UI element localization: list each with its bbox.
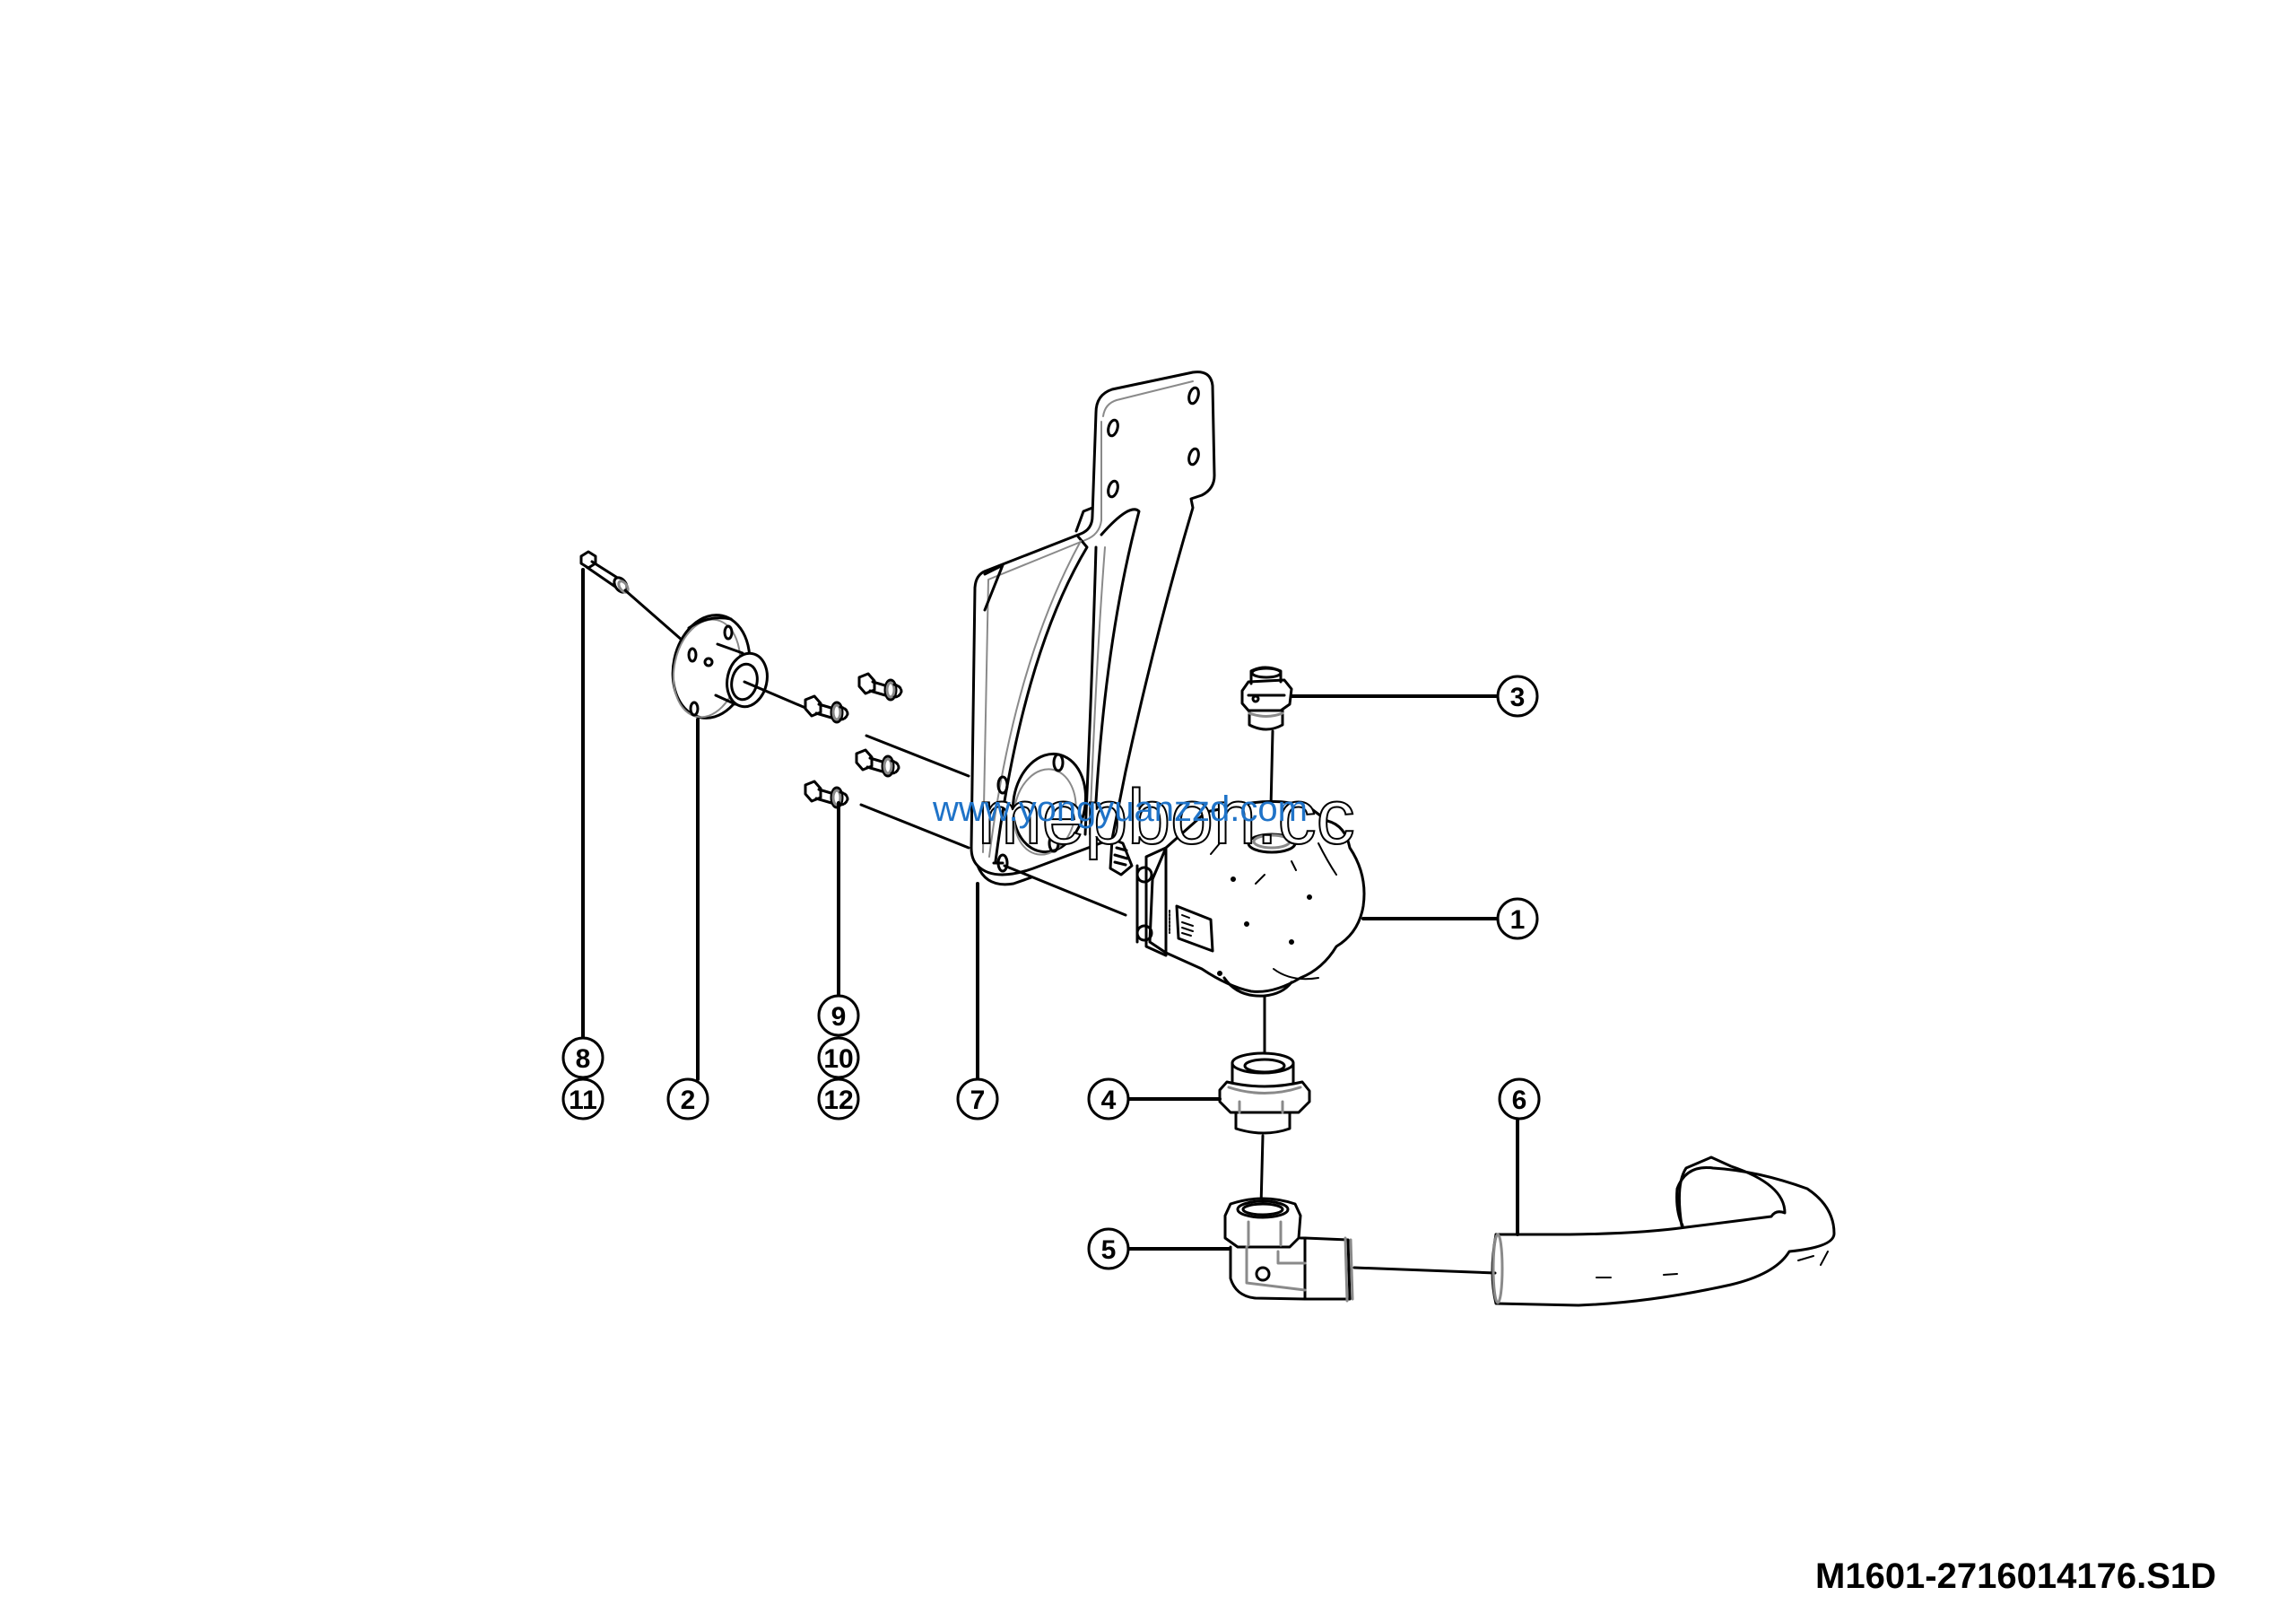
- svg-text:2: 2: [681, 1086, 696, 1115]
- callout-11: 11: [561, 1077, 604, 1121]
- callouts: 1 2 3 4 5 6 7 8 9 10 11 12: [561, 675, 1541, 1270]
- drawing-id: M1601-2716014176.S1D: [1815, 1557, 2217, 1596]
- callout-6: 6: [1498, 1077, 1541, 1121]
- short-bolts: [804, 672, 1127, 998]
- svg-text:9: 9: [831, 1002, 847, 1032]
- svg-text:7: 7: [970, 1086, 986, 1115]
- svg-text:8: 8: [576, 1044, 591, 1074]
- svg-text:12: 12: [823, 1086, 853, 1115]
- adapter-fitting: [1126, 1051, 1311, 1208]
- pump-body: [1135, 799, 1498, 1062]
- watermark-secondary: mepbon.cc: [978, 774, 1355, 860]
- svg-text:3: 3: [1510, 683, 1526, 712]
- callout-8: 8: [561, 1036, 604, 1079]
- callout-9: 9: [817, 994, 860, 1037]
- svg-text:5: 5: [1101, 1235, 1117, 1265]
- callout-4: 4: [1087, 1077, 1130, 1121]
- top-fitting: [1240, 666, 1498, 809]
- watermark-primary: www.yongyuanzzd.com: [932, 789, 1308, 829]
- callout-3: 3: [1496, 675, 1539, 718]
- callout-7: 7: [956, 1077, 999, 1121]
- elbow-fitting: [1126, 1197, 1497, 1303]
- callout-10: 10: [817, 1036, 860, 1079]
- svg-text:4: 4: [1101, 1086, 1117, 1115]
- svg-text:11: 11: [569, 1086, 597, 1115]
- hose: [1491, 1118, 1836, 1307]
- callout-2: 2: [666, 1077, 709, 1121]
- svg-text:1: 1: [1510, 905, 1526, 935]
- mounting-bracket: [970, 371, 1216, 1081]
- svg-text:6: 6: [1512, 1086, 1527, 1115]
- callout-5: 5: [1087, 1227, 1130, 1270]
- callout-1: 1: [1496, 897, 1539, 940]
- svg-text:10: 10: [823, 1044, 853, 1074]
- flange-adapter: [671, 614, 813, 1081]
- long-bolt: [579, 550, 706, 1040]
- callout-12: 12: [817, 1077, 860, 1121]
